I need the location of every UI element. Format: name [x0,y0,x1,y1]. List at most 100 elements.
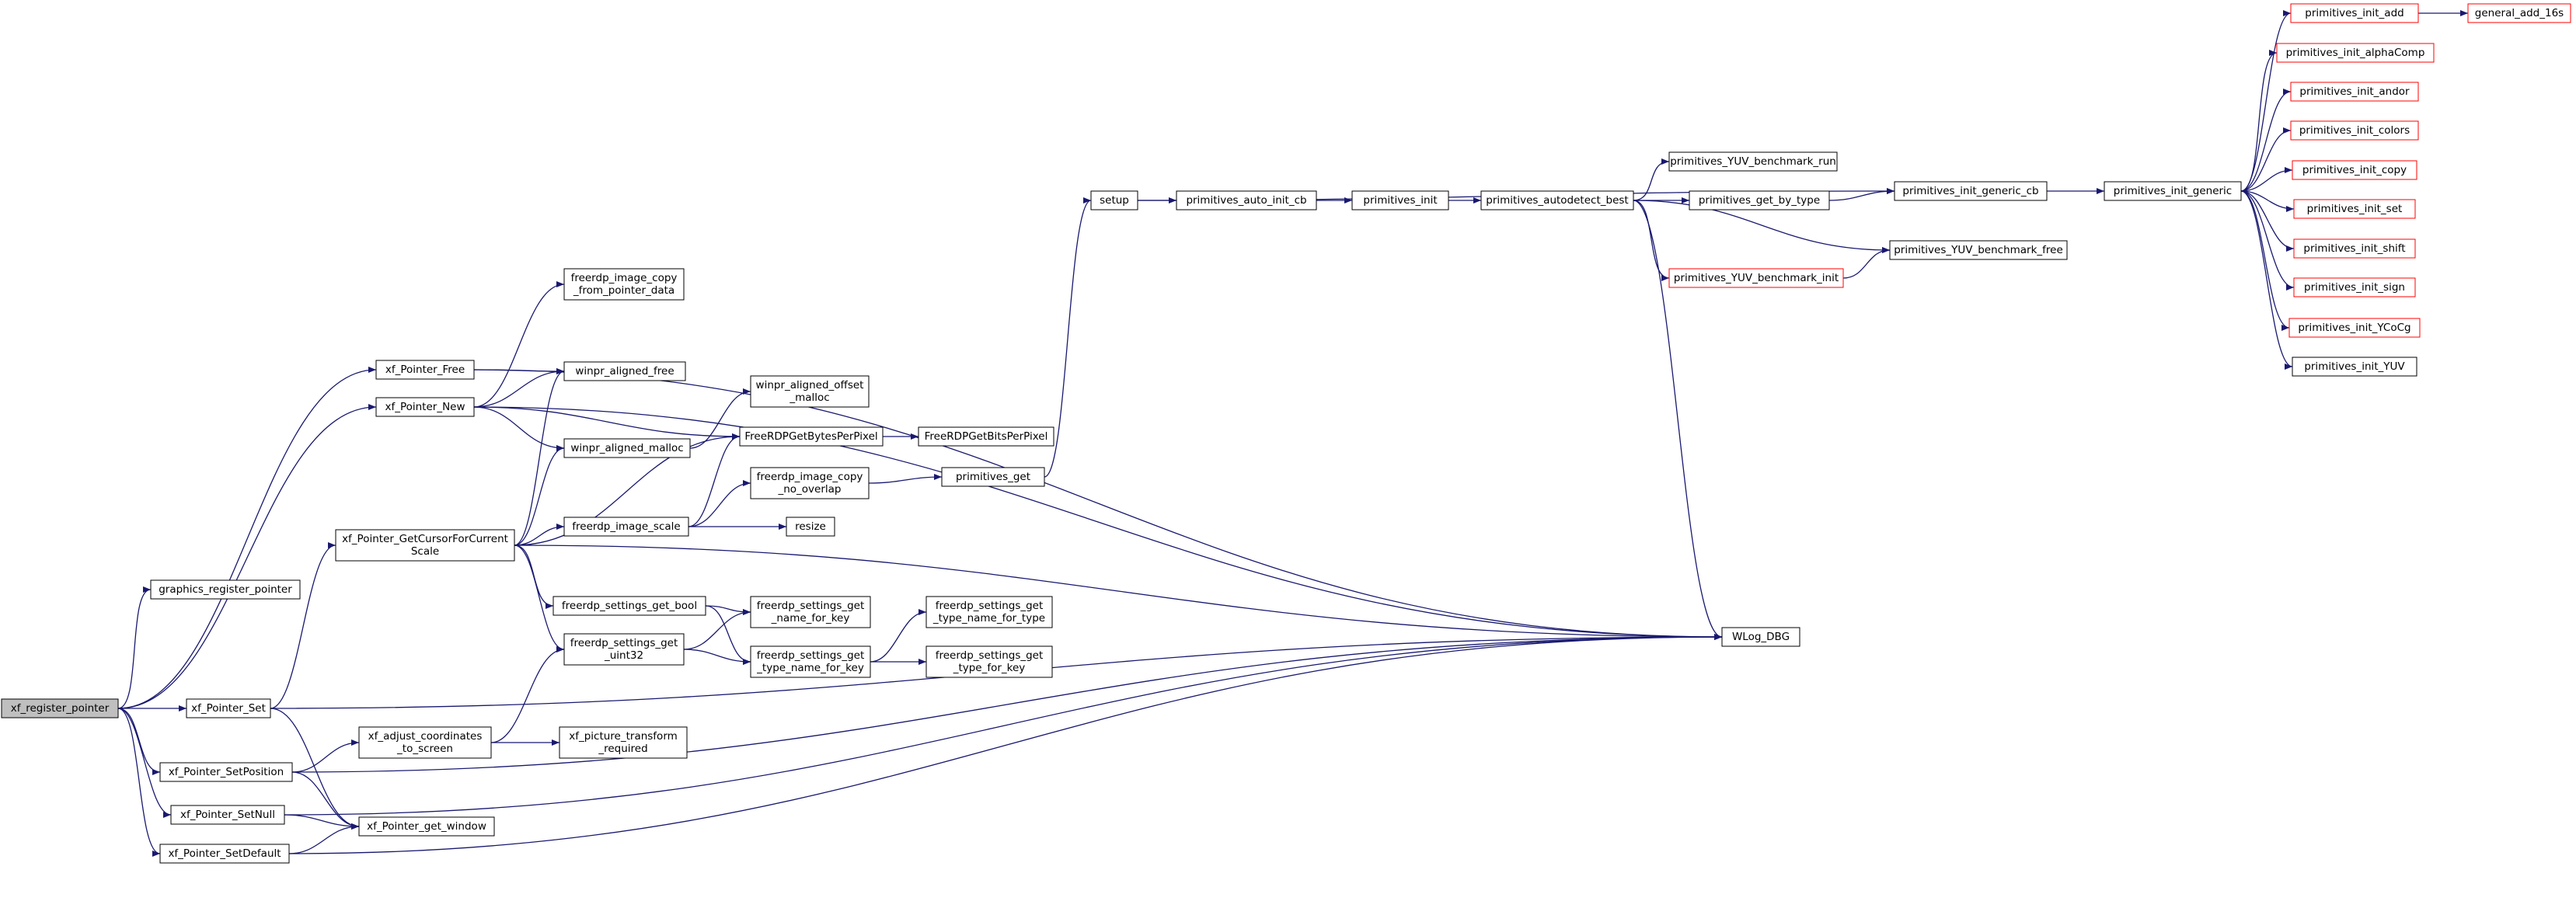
edge-xf-pointer-setnull-to-wlog-dbg [284,634,1723,816]
node-freerdpgetbitsperpixel[interactable]: FreeRDPGetBitsPerPixel [918,426,1054,447]
node-primitives-yuv-benchmark-free[interactable]: primitives_YUV_benchmark_free [1889,240,2068,260]
node-primitives-init-ycocg[interactable]: primitives_init_YCoCg [2288,318,2421,338]
node-label: xf_Pointer_get_window [367,820,486,833]
edge-xf-register-pointer-to-xf-pointer-setdefault [117,708,161,857]
node-label: FreeRDPGetBitsPerPixel [925,430,1048,443]
node-label: primitives_init_shift [2303,242,2405,255]
node-label: xf_Pointer_Free [385,364,465,376]
node-primitives-get[interactable]: primitives_get [941,467,1045,487]
node-box [2290,3,2419,23]
node-primitives-init-set[interactable]: primitives_init_set [2293,199,2416,219]
node-box [2290,82,2419,102]
node-freerdp-settings-get-name-for-key[interactable]: freerdp_settings_get_name_for_key [750,596,871,628]
edge-xf-pointer-getcursorforcurrentscale-to-freerdp-settings-get-uint32 [514,544,565,652]
node-box [159,844,290,864]
node-label: xf_Pointer_GetCursorForCurrent [342,533,508,545]
node-graphics-register-pointer[interactable]: graphics_register_pointer [150,579,301,600]
node-label: freerdp_settings_get [936,649,1044,662]
node-freerdp-image-copy-from-pointer-data[interactable]: freerdp_image_copy_from_pointer_data [563,268,685,301]
edge-primitives-autodetect-best-to-primitives-yuv-benchmark-free [1633,200,1891,253]
edge-xf-pointer-set-to-xf-pointer-get-window [270,708,360,830]
node-winpr-aligned-free[interactable]: winpr_aligned_free [563,361,686,381]
node-box [2292,160,2417,180]
node-freerdp-settings-get-type-for-key[interactable]: freerdp_settings_get_type_for_key [925,645,1053,678]
node-xf-pointer-setdefault[interactable]: xf_Pointer_SetDefault [159,844,290,864]
node-box [335,529,515,562]
node-primitives-init-copy[interactable]: primitives_init_copy [2292,160,2417,180]
node-label: primitives_init_colors [2299,124,2410,137]
edge-primitives-init-generic-to-primitives-init-copy [2240,167,2293,192]
node-xf-pointer-setposition[interactable]: xf_Pointer_SetPosition [159,762,293,782]
node-box [750,596,871,628]
node-box [159,762,293,782]
node-primitives-get-by-type[interactable]: primitives_get_by_type [1689,190,1830,210]
node-primitives-init[interactable]: primitives_init [1351,190,1449,210]
nodes-layer: xf_register_pointer graphics_register_poi… [1,3,2571,864]
node-primitives-init-alphacomp[interactable]: primitives_init_alphaComp [2276,43,2435,63]
node-freerdp-settings-get-type-name-for-key[interactable]: freerdp_settings_get_type_name_for_key [750,645,871,678]
node-primitives-autodetect-best[interactable]: primitives_autodetect_best [1480,190,1634,210]
edge-xf-pointer-new-to-freerdp-image-copy-from-pointer-data [473,281,565,408]
node-xf-picture-transform-required[interactable]: xf_picture_transform_required [559,726,688,759]
node-xf-pointer-get-window[interactable]: xf_Pointer_get_window [358,816,495,837]
node-box [563,361,686,381]
node-freerdp-settings-get-uint32[interactable]: freerdp_settings_get_uint32 [563,633,685,666]
node-primitives-yuv-benchmark-run[interactable]: primitives_YUV_benchmark_run [1668,151,1838,172]
edge-winpr-aligned-malloc-to-winpr-aligned-offset-malloc [689,388,751,449]
node-primitives-init-shift[interactable]: primitives_init_shift [2293,238,2416,259]
node-general-add-16s[interactable]: general_add_16s [2467,3,2571,23]
node-label: _no_overlap [777,483,841,496]
node-xf-pointer-free[interactable]: xf_Pointer_Free [375,360,475,380]
node-box [1689,190,1830,210]
node-xf-pointer-new[interactable]: xf_Pointer_New [375,397,475,417]
node-xf-pointer-set[interactable]: xf_Pointer_Set [186,698,271,718]
edge-xf-pointer-setnull-to-xf-pointer-get-window [284,814,360,830]
node-primitives-init-colors[interactable]: primitives_init_colors [2290,120,2419,141]
node-box [786,517,835,537]
edge-xf-adjust-coordinates-to-screen-to-freerdp-settings-get-uint32 [490,646,565,743]
node-label: freerdp_image_scale [572,520,680,533]
node-freerdpgetbytesperpixel[interactable]: FreeRDPGetBytesPerPixel [739,426,884,447]
node-winpr-aligned-malloc[interactable]: winpr_aligned_malloc [563,438,691,458]
node-setup[interactable]: setup [1090,190,1138,210]
node-label: primitives_init_set [2307,203,2403,215]
node-primitives-init-generic[interactable]: primitives_init_generic [2104,181,2242,201]
edge-freerdp-image-copy-no-overlap-to-primitives-get [868,474,943,484]
node-xf-pointer-setnull[interactable]: xf_Pointer_SetNull [170,805,285,825]
edge-xf-pointer-setposition-to-wlog-dbg [291,634,1723,773]
node-label: primitives_init_generic_cb [1902,185,2038,197]
node-primitives-init-sign[interactable]: primitives_init_sign [2293,277,2416,297]
node-freerdp-settings-get-type-name-for-type[interactable]: freerdp_settings_get_type_name_for_type [925,596,1053,628]
node-label: primitives_get_by_type [1699,194,1820,207]
node-box [925,645,1053,678]
edge-freerdp-settings-get-bool-to-freerdp-settings-get-type-name-for-key [705,605,751,665]
node-label: general_add_16s [2475,7,2564,19]
node-wlog-dbg[interactable]: WLog_DBG [1721,627,1800,647]
node-winpr-aligned-offset-malloc[interactable]: winpr_aligned_offset_malloc [750,375,870,408]
node-primitives-init-generic-cb[interactable]: primitives_init_generic_cb [1894,181,2048,201]
node-label: primitives_auto_init_cb [1186,194,1306,207]
node-box [150,579,301,600]
node-freerdp-settings-get-bool[interactable]: freerdp_settings_get_bool [552,596,706,616]
edge-primitives-init-generic-to-primitives-init-colors [2240,127,2292,192]
node-primitives-init-andor[interactable]: primitives_init_andor [2290,82,2419,102]
node-primitives-auto-init-cb[interactable]: primitives_auto_init_cb [1176,190,1317,210]
node-primitives-yuv-benchmark-init[interactable]: primitives_YUV_benchmark_init [1668,268,1844,288]
node-xf-register-pointer[interactable]: xf_register_pointer [1,698,119,718]
node-box [1668,151,1838,172]
edge-xf-register-pointer-to-xf-pointer-setnull [117,708,172,818]
node-freerdp-image-copy-no-overlap[interactable]: freerdp_image_copy_no_overlap [750,467,870,499]
node-box [2292,357,2417,377]
node-freerdp-image-scale[interactable]: freerdp_image_scale [563,517,689,537]
node-label: primitives_init_add [2305,7,2403,19]
node-box [1668,268,1844,288]
node-xf-adjust-coordinates-to-screen[interactable]: xf_adjust_coordinates_to_screen [358,726,492,759]
edge-primitives-init-generic-to-primitives-init-yuv [2240,190,2293,370]
node-primitives-init-yuv[interactable]: primitives_init_YUV [2292,357,2417,377]
node-resize[interactable]: resize [786,517,835,537]
node-primitives-init-add[interactable]: primitives_init_add [2290,3,2419,23]
node-label: _type_name_for_key [756,662,864,674]
edge-xf-pointer-getcursorforcurrentscale-to-winpr-aligned-free [514,368,565,546]
